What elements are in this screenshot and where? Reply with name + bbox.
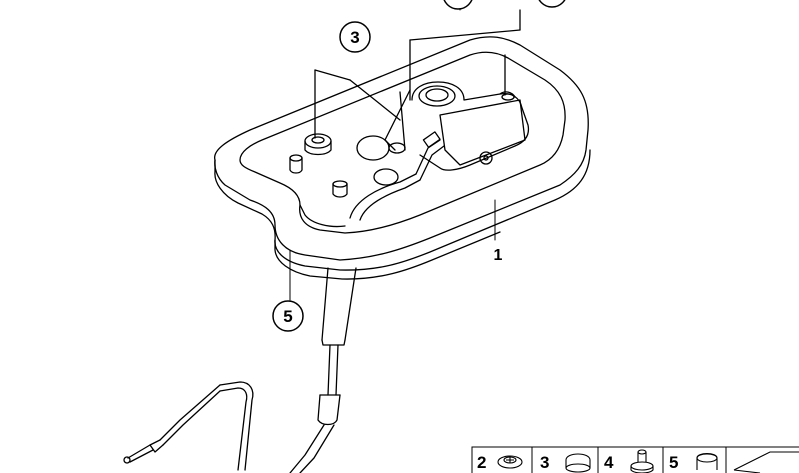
callout-4-partial (538, 0, 566, 8)
shift-housing (214, 9, 591, 280)
legend-num-4: 4 (604, 453, 614, 472)
shift-cable (123, 131, 445, 473)
callout-3: 3 (339, 21, 371, 53)
parts-legend: 2 3 4 5 (471, 446, 799, 473)
clip-pin-icon (630, 449, 654, 473)
legend-num-2: 2 (477, 453, 486, 472)
legend-num-3: 3 (540, 453, 549, 472)
callout-1: 1 (494, 247, 503, 264)
callout-2-partial (443, 0, 473, 10)
svg-text:1: 1 (494, 247, 503, 264)
rivet-icon (497, 455, 523, 469)
svg-text:5: 5 (283, 307, 292, 326)
svg-text:3: 3 (350, 28, 359, 47)
callout-5: 5 (272, 300, 304, 332)
legend-num-5: 5 (669, 453, 678, 472)
callout-leaders (289, 0, 496, 301)
grommet-icon (565, 453, 591, 473)
cap-icon (696, 452, 718, 470)
